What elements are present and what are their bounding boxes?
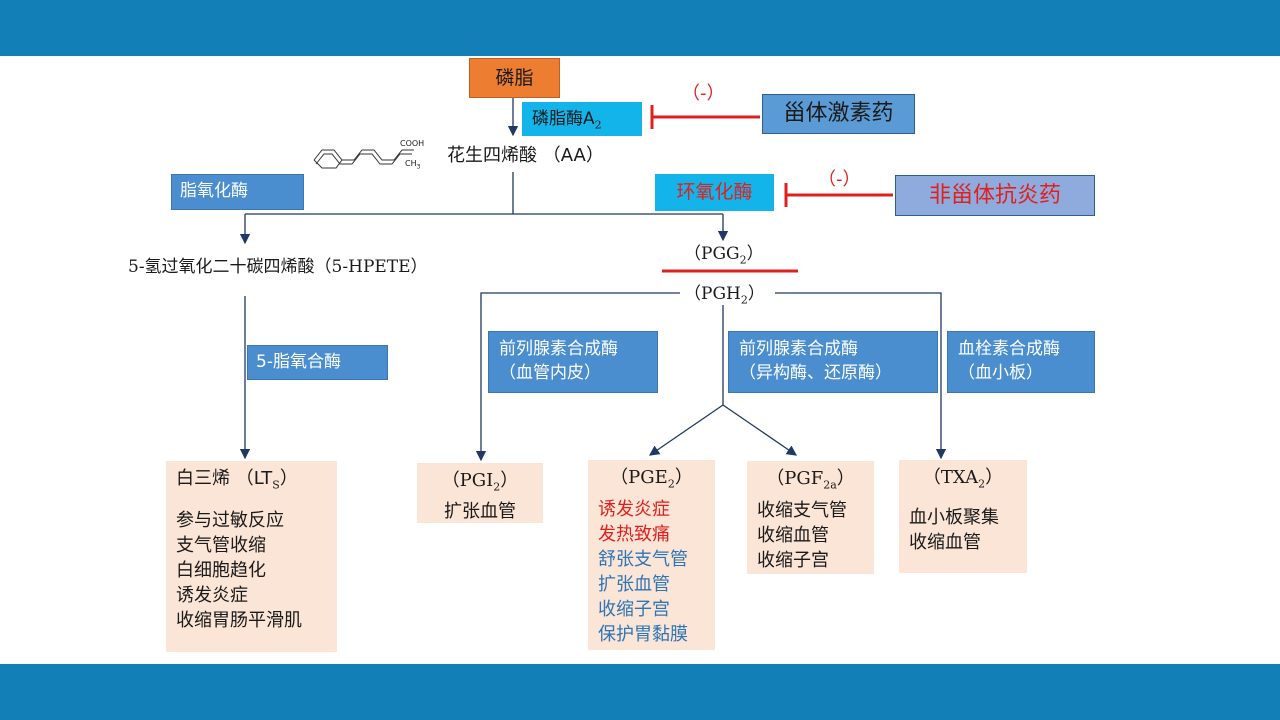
- txa2-effect: 收缩血管: [909, 531, 981, 553]
- chem-ch3-label: CH3: [405, 159, 421, 171]
- steroid-drug-box: 甾体激素药: [762, 94, 915, 134]
- pgf2a-box: （PGF2a） 收缩支气管 收缩血管 收缩子宫: [747, 461, 874, 574]
- top-banner: [0, 0, 1280, 56]
- chem-cooh-label: COOH: [400, 139, 425, 148]
- pge2-effect-blue: 舒张支气管: [598, 548, 688, 570]
- pgf2a-effect: 收缩子宫: [757, 549, 829, 571]
- arrow-to-pge2: [648, 404, 724, 456]
- pgi2-box: （PGI2） 扩张血管: [417, 463, 543, 523]
- hpete-label: 5-氢过氧化二十碳四烯酸（5-HPETE）: [128, 257, 428, 277]
- pgf2a-effect: 收缩血管: [757, 524, 829, 546]
- inhibitor1-sign: （-）: [682, 83, 725, 104]
- pgg2-label: （PGG2）: [684, 244, 764, 267]
- pge2-title: （PGE2）: [610, 467, 693, 491]
- phospholipid-box: 磷脂: [469, 58, 560, 98]
- lts-box: 白三烯 （LTS） 参与过敏反应 支气管收缩 白细胞趋化 诱发炎症 收缩胃肠平滑…: [166, 461, 337, 652]
- pgi2-title: （PGI2）: [441, 470, 519, 494]
- pge2-effect-blue: 收缩子宫: [598, 598, 670, 620]
- aa-label: 花生四烯酸 （AA）: [447, 145, 604, 166]
- txa2-effect: 血小板聚集: [909, 506, 999, 528]
- lts-effect: 白细胞趋化: [176, 559, 266, 581]
- lts-title: 白三烯 （LTS）: [176, 468, 298, 492]
- pge2-effect-blue: 保护胃黏膜: [598, 623, 688, 645]
- lipoxygenase-box: 脂氧化酶: [171, 174, 304, 210]
- pge2-box: （PGE2） 诱发炎症 发热致痛 舒张支气管 扩张血管 收缩子宫 保护胃黏膜: [588, 460, 715, 650]
- lox5-box: 5-脂氧合酶: [247, 345, 388, 380]
- pge2-effect-red: 发热致痛: [598, 523, 670, 545]
- aa-structure-drawing: [313, 149, 414, 169]
- lts-effect: 诱发炎症: [176, 584, 248, 606]
- inhibitor2-sign: （-）: [818, 169, 861, 190]
- arrow-to-pgi2: [475, 292, 680, 462]
- bottom-banner: [0, 664, 1280, 720]
- pge2-effect-red: 诱发炎症: [598, 498, 670, 520]
- cox-box: 环氧化酶: [655, 174, 774, 211]
- enzyme-thromboxane-box: 血栓素合成酶（血小板）: [947, 331, 1095, 393]
- pge2-effect-blue: 扩张血管: [598, 573, 670, 595]
- pgf2a-effect: 收缩支气管: [757, 499, 847, 521]
- txa2-title: （TXA2）: [922, 467, 1004, 491]
- enzyme-isomerase-box: 前列腺素合成酶（异构酶、还原酶）: [728, 331, 938, 393]
- arrow-to-pgf2a: [722, 404, 798, 456]
- lts-effect: 收缩胃肠平滑肌: [176, 609, 302, 631]
- pgf2a-title: （PGF2a）: [766, 468, 855, 492]
- lts-effect: 参与过敏反应: [176, 509, 284, 531]
- pla2-label: 磷脂酶A: [532, 109, 595, 129]
- enzyme-endothelium-box: 前列腺素合成酶（血管内皮）: [488, 331, 658, 393]
- txa2-box: （TXA2） 血小板聚集 收缩血管: [899, 460, 1027, 573]
- pla2-box: 磷脂酶A2: [522, 102, 642, 136]
- pgi2-effect: 扩张血管: [444, 500, 516, 522]
- pgh2-label: （PGH2）: [684, 284, 765, 307]
- arrow-to-txa2: [775, 292, 947, 460]
- nsaid-drug-box: 非甾体抗炎药: [895, 175, 1095, 216]
- lts-effect: 支气管收缩: [176, 534, 266, 556]
